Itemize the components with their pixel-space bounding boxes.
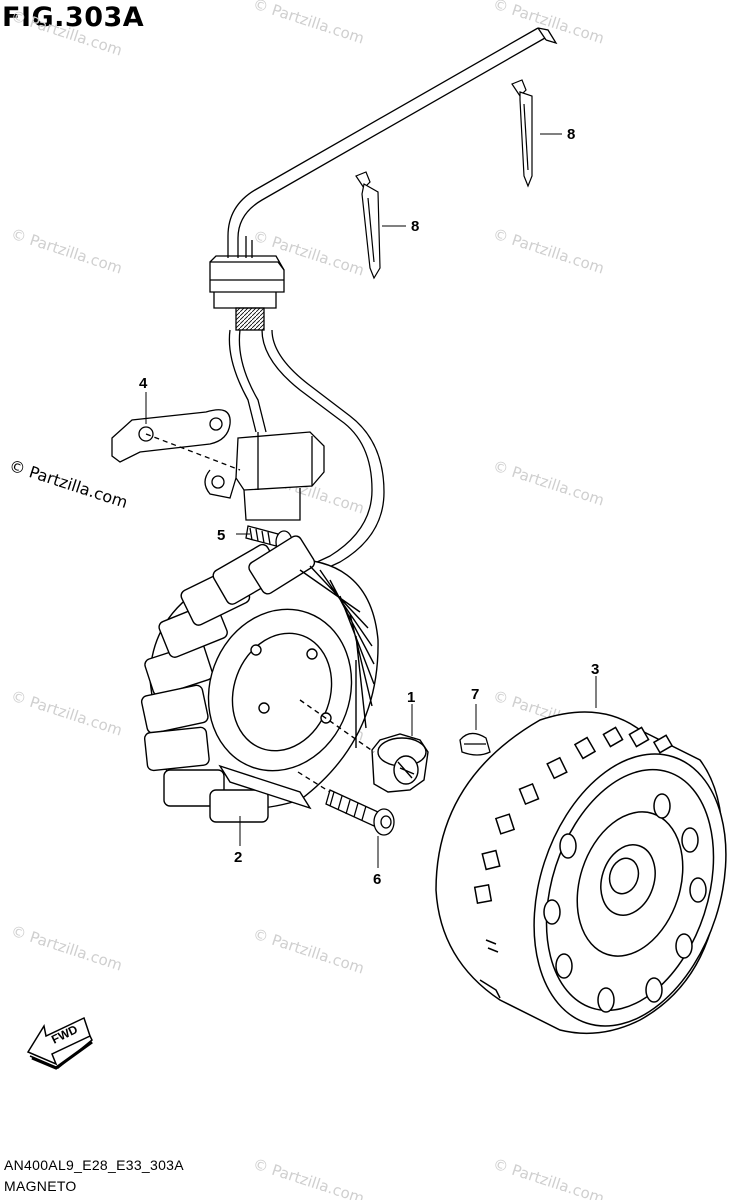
watermark-text: © Partzilla.com: [251, 925, 367, 978]
watermark-text: © Partzilla.com: [9, 687, 125, 740]
watermark-text: © Partzilla.com: [9, 7, 125, 60]
fwd-arrow-icon: FWD: [26, 1016, 93, 1070]
stator: [140, 535, 379, 823]
watermark-text-prominent: © Partzilla.com: [7, 456, 130, 512]
callout-8-upper: 8: [567, 126, 575, 143]
watermark-text: © Partzilla.com: [9, 225, 125, 278]
model-code: AN400AL9_E28_E33_303A: [4, 1157, 184, 1173]
watermark-text: © Partzilla.com: [251, 1155, 367, 1200]
watermark-text: © Partzilla.com: [491, 225, 607, 278]
callout-3: 3: [591, 661, 599, 678]
watermark-text: © Partzilla.com: [9, 922, 125, 975]
callout-labels: 8 8 4 5 1 7 3 2 6: [139, 126, 599, 888]
callout-7: 7: [471, 686, 479, 703]
watermark-text: © Partzilla.com: [491, 1155, 607, 1200]
flywheel-rotor: [435, 711, 727, 1035]
figure-title: FIG.303A: [2, 2, 145, 33]
callout-8-lower: 8: [411, 218, 419, 235]
cable-tie-upper: [511, 79, 533, 188]
callout-5: 5: [217, 527, 225, 544]
cable-tie-lower: [355, 171, 381, 280]
woodruff-key: [459, 732, 491, 756]
watermark-text: © Partzilla.com: [491, 457, 607, 510]
leader-lines: [145, 133, 597, 868]
watermark-text: © Partzilla.com: [251, 0, 367, 48]
bracket: [111, 409, 241, 471]
callout-4: 4: [139, 375, 148, 392]
flywheel-nut: [299, 699, 429, 793]
wire-harness: [204, 27, 558, 577]
assembly-name: MAGNETO: [4, 1178, 77, 1194]
callout-6: 6: [373, 871, 381, 888]
callout-2: 2: [234, 849, 242, 866]
bolt-6: [297, 771, 395, 836]
callout-1: 1: [407, 689, 415, 706]
